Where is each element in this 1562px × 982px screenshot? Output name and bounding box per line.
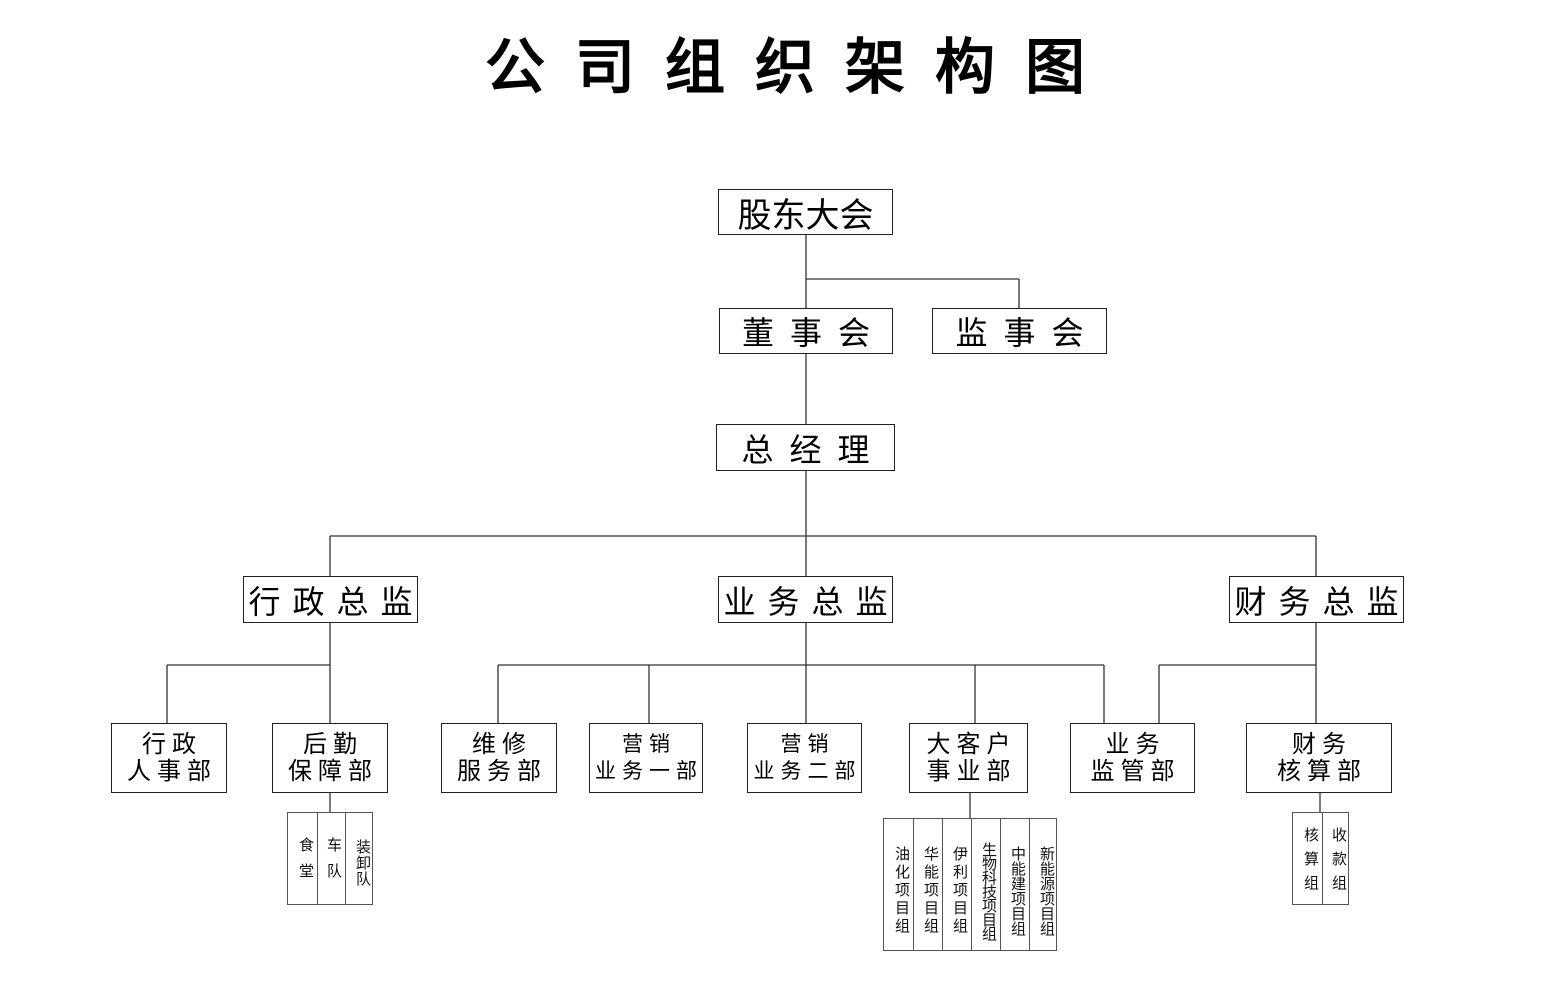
finance-groups-grid: 核算组 收款组	[1292, 812, 1349, 905]
supervision-dept-line1: 业务	[1105, 730, 1166, 758]
hr-dept-line1: 行政	[142, 730, 202, 758]
shareholders-box: 股东大会	[718, 189, 893, 236]
key-accounts-dept-line1: 大客户	[926, 730, 1017, 758]
business-director-label: 业务总监	[723, 582, 900, 621]
sales1-dept-box: 营销 业务一部	[589, 723, 703, 793]
sales2-dept-line1: 营销	[780, 732, 835, 756]
page-title: 公司组织架构图	[485, 33, 1115, 103]
supervisors-label: 监事会	[955, 314, 1100, 352]
accounting-dept-line2: 核算部	[1277, 757, 1367, 785]
project-group-yili: 伊利项目组	[942, 819, 971, 950]
sales1-dept-line2: 业务一部	[595, 759, 703, 783]
logistics-unit-canteen: 食堂	[297, 837, 315, 889]
shareholders-label: 股东大会	[737, 195, 874, 236]
supervision-dept-box: 业务 监管部	[1070, 723, 1195, 793]
finance-director-label: 财务总监	[1234, 582, 1411, 621]
board-box: 董事会	[719, 308, 893, 354]
project-group-youhua: 油化项目组	[893, 846, 911, 936]
supervision-dept-line2: 监管部	[1090, 757, 1181, 785]
repair-dept-box: 维修 服务部	[441, 723, 557, 793]
logistics-units-grid: 食堂 车队 装卸队	[287, 812, 373, 905]
admin-director-label: 行政总监	[248, 582, 425, 621]
hr-dept-line2: 人事部	[127, 757, 217, 785]
sales2-dept-box: 营销 业务二部	[747, 723, 862, 793]
repair-dept-line1: 维修	[472, 730, 532, 758]
logistics-unit-loading: 装卸队	[345, 813, 374, 904]
project-group-new-energy: 新能源项目组	[1029, 819, 1058, 950]
logistics-unit-fleet: 车队	[317, 813, 345, 904]
accounting-dept-box: 财务 核算部	[1246, 723, 1392, 793]
logistics-dept-line2: 保障部	[288, 757, 378, 785]
key-accounts-dept-box: 大客户 事业部	[909, 723, 1028, 793]
board-label: 董事会	[741, 314, 886, 352]
finance-group-collection: 收款组	[1322, 813, 1350, 904]
sales2-dept-line2: 业务二部	[753, 759, 862, 783]
project-group-biotech: 生物科技项目组	[971, 819, 1000, 950]
repair-dept-line2: 服务部	[457, 757, 547, 785]
finance-director-box: 财务总监	[1229, 576, 1404, 623]
key-accounts-dept-line2: 事业部	[926, 757, 1017, 785]
gm-box: 总经理	[716, 424, 895, 471]
finance-group-accounting: 核算组	[1302, 827, 1320, 899]
sales1-dept-line1: 营销	[622, 732, 676, 756]
admin-director-box: 行政总监	[243, 576, 418, 623]
logistics-dept-box: 后勤 保障部	[272, 723, 388, 793]
hr-dept-box: 行政 人事部	[111, 723, 227, 793]
project-groups-grid: 油化项目组 华能项目组 伊利项目组 生物科技项目组 中能建项目组 新能源项目组	[883, 818, 1057, 951]
project-group-huaneng: 华能项目组	[913, 819, 942, 950]
project-group-zhongnengjian: 中能建项目组	[1000, 819, 1029, 950]
logistics-dept-line1: 后勤	[303, 730, 363, 758]
accounting-dept-line1: 财务	[1292, 730, 1352, 758]
supervisors-box: 监事会	[932, 308, 1107, 354]
gm-label: 总经理	[741, 430, 886, 469]
business-director-box: 业务总监	[718, 576, 893, 623]
